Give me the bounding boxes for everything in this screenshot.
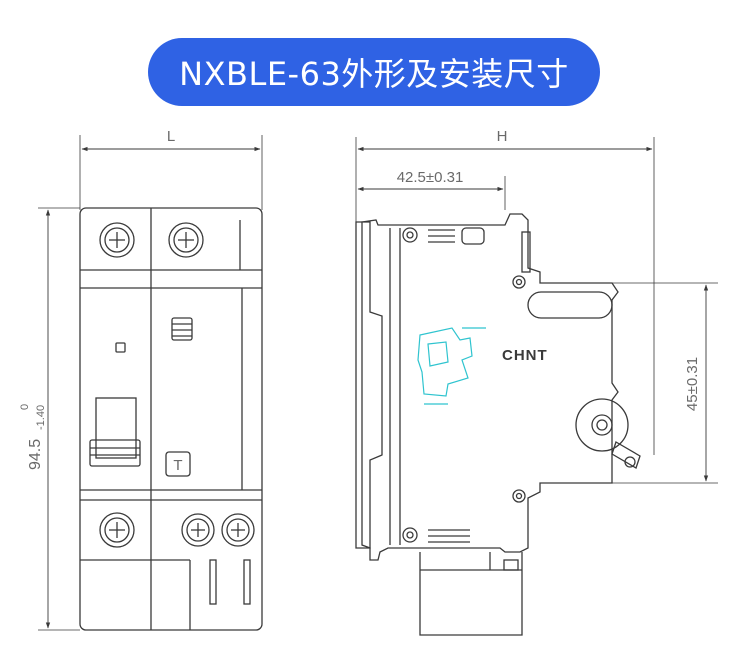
page-title: NXBLE-63外形及安装尺寸	[179, 55, 569, 93]
height-label: 94.5	[27, 439, 44, 470]
breaker-front-body	[79, 207, 263, 631]
rail-height-label: 45±0.31	[684, 357, 701, 411]
din-latch	[575, 398, 629, 452]
breaker-side-body	[361, 213, 619, 561]
label-graphic	[417, 327, 486, 405]
height-tol-upper: 0	[19, 404, 31, 410]
terminal-screw-top-right	[168, 222, 204, 258]
trip-knob	[171, 317, 193, 341]
bottom-terminal-block	[419, 552, 523, 636]
terminal-screw-bottom-right-b	[221, 513, 255, 547]
test-button	[165, 451, 191, 477]
brand-logo: CHNT	[502, 347, 548, 364]
depth-label: H	[497, 128, 508, 145]
height-tol-lower: -1.40	[35, 405, 47, 430]
rail-slot	[527, 291, 613, 319]
indicator-window	[115, 342, 126, 353]
height-label-group: 94.5 0 -1.40	[19, 404, 47, 470]
title-banner: NXBLE-63外形及安装尺寸	[148, 38, 600, 106]
operating-handle	[95, 397, 137, 459]
rail-depth-label: 42.5±0.31	[397, 169, 464, 186]
width-label: L	[167, 128, 175, 145]
terminal-screw-bottom-right-a	[181, 513, 215, 547]
test-button-label: T	[173, 457, 182, 474]
side-view	[355, 137, 718, 636]
terminal-screw-top-left	[99, 222, 135, 258]
front-view	[38, 135, 263, 631]
terminal-screw-bottom-left	[99, 512, 135, 548]
